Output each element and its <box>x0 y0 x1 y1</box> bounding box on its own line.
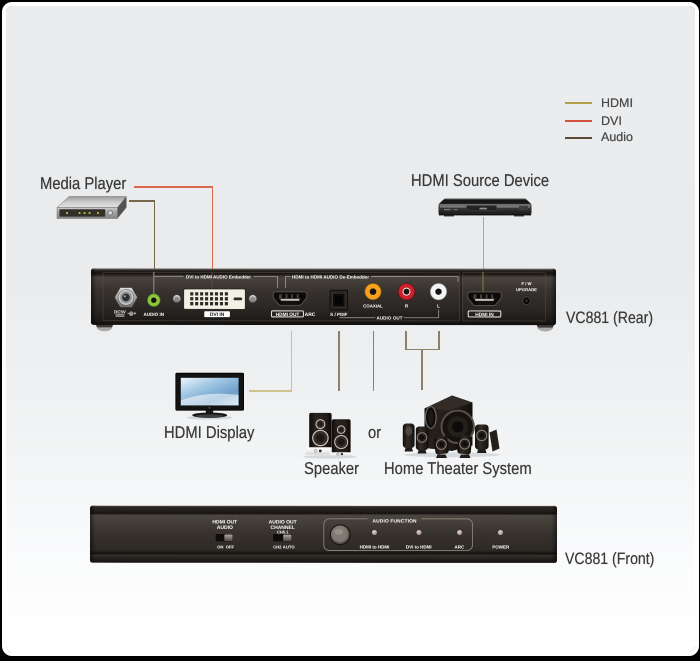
svg-text:POWER: POWER <box>492 544 510 549</box>
svg-text:DC5V: DC5V <box>114 309 126 314</box>
svg-text:AUTO: AUTO <box>283 544 296 549</box>
svg-text:R: R <box>405 304 409 309</box>
svg-text:ON: ON <box>217 544 223 549</box>
svg-text:F / W: F / W <box>521 281 531 286</box>
svg-text:HDMI OUT: HDMI OUT <box>276 312 300 318</box>
svg-text:AUDIO OUT: AUDIO OUT <box>269 519 297 525</box>
svg-text:HDMI to HDMI AUDIO De-Embedder: HDMI to HDMI AUDIO De-Embedder <box>292 274 369 279</box>
svg-text:DVI to HDMI AUDIO Embedder: DVI to HDMI AUDIO Embedder <box>186 274 251 279</box>
svg-text:UPGRADE: UPGRADE <box>516 287 537 292</box>
svg-text:DVI to HDMI: DVI to HDMI <box>406 544 432 549</box>
svg-text:L: L <box>437 304 440 309</box>
svg-text:HDMI OUT: HDMI OUT <box>212 519 237 525</box>
svg-text:AUDIO OUT: AUDIO OUT <box>376 316 402 321</box>
svg-text:CHANNEL: CHANNEL <box>270 525 294 531</box>
svg-text:HDMI IN: HDMI IN <box>475 312 494 318</box>
svg-text:AUDIO FUNCTION: AUDIO FUNCTION <box>373 518 418 524</box>
svg-text:CH5.1: CH5.1 <box>277 529 289 534</box>
svg-text:AUDIO IN: AUDIO IN <box>143 312 164 317</box>
svg-text:DVI IN: DVI IN <box>210 312 225 318</box>
svg-text:ARC: ARC <box>305 312 316 318</box>
svg-text:ARC: ARC <box>455 544 466 549</box>
svg-text:S / PDIF: S / PDIF <box>330 312 348 317</box>
svg-text:-◎+: -◎+ <box>127 311 136 317</box>
svg-text:CH2: CH2 <box>273 544 282 549</box>
svg-text:COAXIAL: COAXIAL <box>363 304 383 309</box>
svg-text:OFF: OFF <box>226 544 235 549</box>
svg-text:AUDIO: AUDIO <box>217 525 233 531</box>
svg-text:HDMI to HDMI: HDMI to HDMI <box>360 544 390 549</box>
